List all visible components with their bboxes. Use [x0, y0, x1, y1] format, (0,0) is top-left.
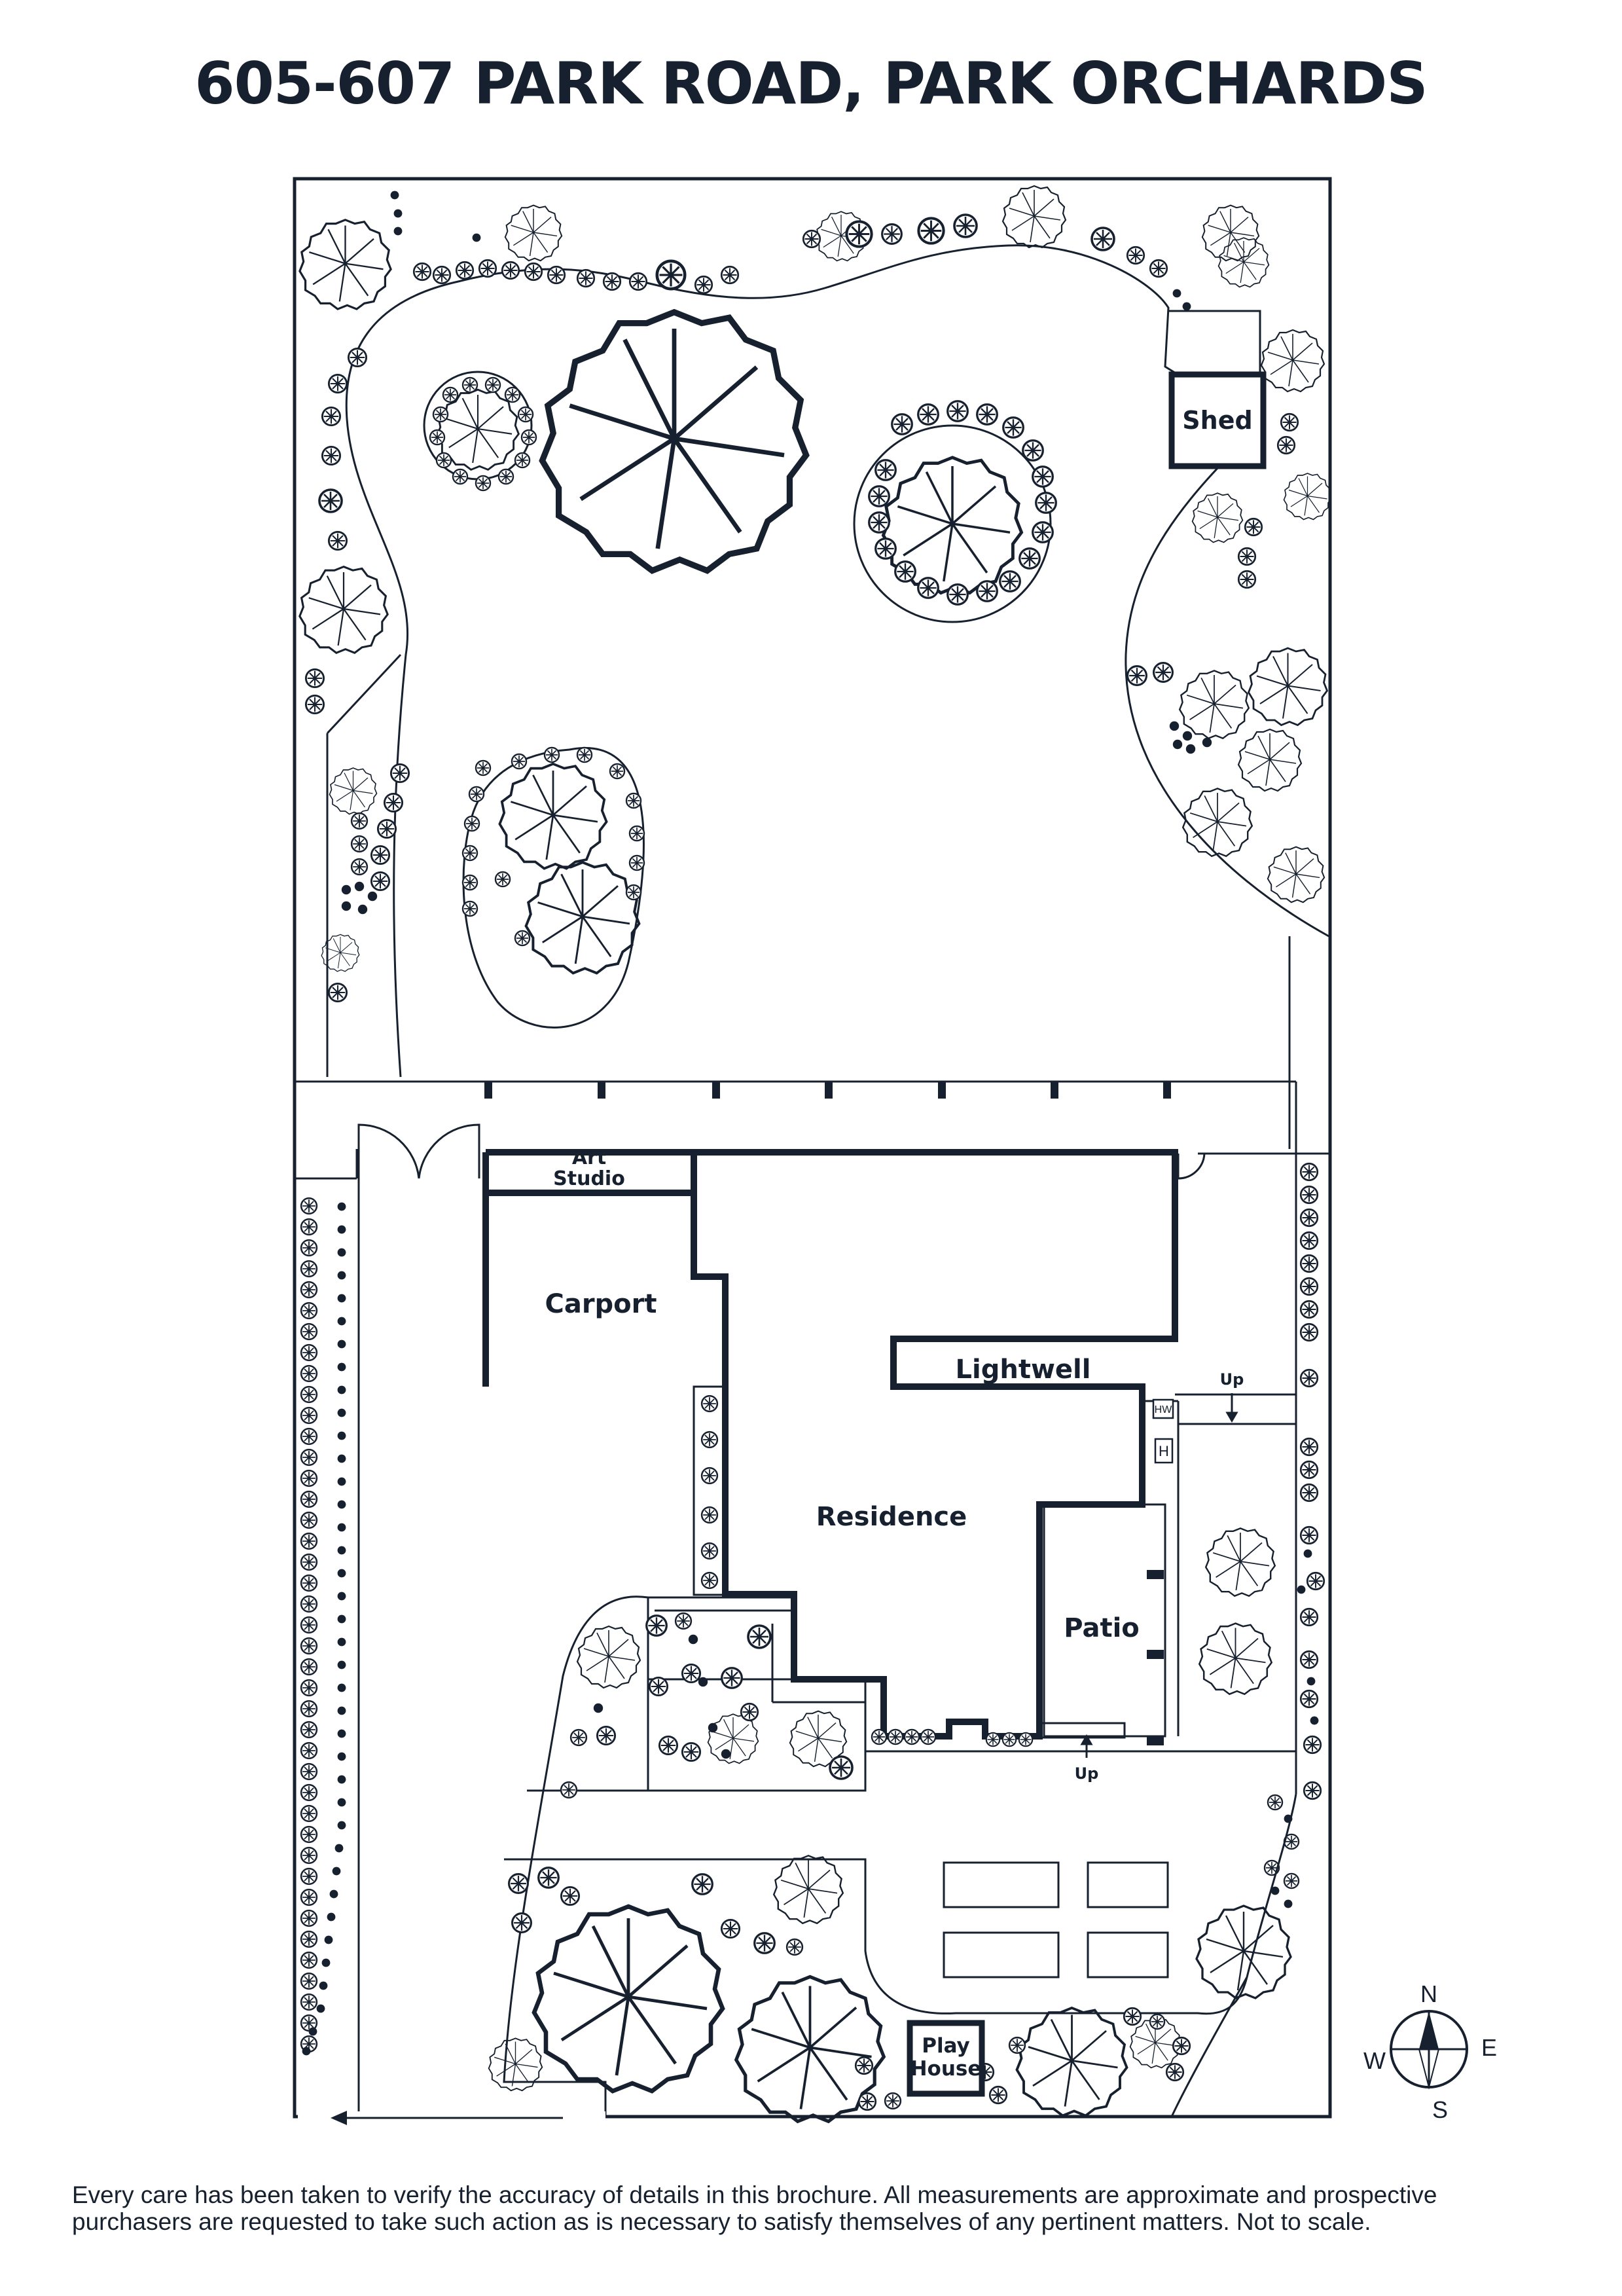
south-shrubs: [508, 1612, 1191, 2111]
tree-icon: [298, 566, 389, 654]
arrow-icon: [298, 2111, 605, 2125]
tree-icon: [1283, 473, 1332, 520]
tree-icon: [524, 861, 641, 975]
tree-icon: [329, 767, 378, 815]
tree-icon: [1201, 204, 1260, 262]
tree-icon: [1001, 185, 1067, 249]
north-trees: [298, 185, 1332, 975]
tree-icon: [1248, 647, 1328, 726]
art-studio-label-2: Studio: [553, 1167, 625, 1190]
west-hedge: [300, 1197, 346, 2056]
compass-e: E: [1481, 2034, 1497, 2061]
property-boundary: [293, 177, 1332, 2119]
shed-label: Shed: [1182, 406, 1252, 435]
lightwell-label: Lightwell: [956, 1355, 1091, 1385]
tree-icon: [1260, 329, 1325, 393]
tree-icon: [1191, 492, 1244, 543]
residence-label: Residence: [816, 1502, 967, 1532]
tree-icon: [1237, 728, 1303, 792]
plan-title: 605-607 PARK ROAD, PARK ORCHARDS: [194, 50, 1428, 117]
shed: Shed: [1168, 371, 1267, 469]
h-label: H: [1159, 1443, 1169, 1459]
residence-building: [482, 1149, 1178, 1740]
tree-icon: [498, 762, 608, 870]
tree-icon: [1178, 670, 1250, 740]
fence-posts: [484, 1082, 1171, 1099]
north-shrubs: [304, 191, 1299, 1003]
tree-icon: [1217, 237, 1270, 288]
compass-s: S: [1432, 2096, 1448, 2123]
north-garden: [326, 244, 1329, 1149]
tree-icon: [1267, 846, 1325, 903]
play-house: Play House: [907, 2020, 985, 2097]
tree-icon: [298, 219, 392, 310]
disclaimer-text: Every care has been taken to verify the …: [72, 2181, 1437, 2235]
play-house-label-1: Play: [922, 2034, 970, 2058]
compass-n: N: [1420, 1980, 1437, 2007]
tree-icon: [542, 312, 806, 571]
compass-icon: N E S W: [1363, 1980, 1497, 2123]
tree-icon: [504, 204, 563, 262]
compass-w: W: [1363, 2047, 1386, 2074]
entry-driveway: [295, 1080, 1330, 2117]
up-east-label: Up: [1220, 1370, 1244, 1389]
south-trees: [488, 1527, 1292, 2121]
play-house-label-2: House: [910, 2057, 982, 2081]
up-south-label: Up: [1075, 1764, 1099, 1783]
carport-label: Carport: [545, 1289, 657, 1319]
hw-label: HW: [1155, 1404, 1173, 1415]
room-labels: Art Studio Carport Lightwell Residence P…: [545, 1146, 1139, 1643]
east-hedge: [1263, 1162, 1325, 1908]
art-studio-label-1: Art: [572, 1146, 606, 1169]
tree-icon: [1181, 788, 1253, 858]
patio-label: Patio: [1064, 1613, 1140, 1643]
arrow-icon: [1080, 1393, 1238, 1758]
residence-details: HW H Up Up: [693, 1370, 1296, 1783]
